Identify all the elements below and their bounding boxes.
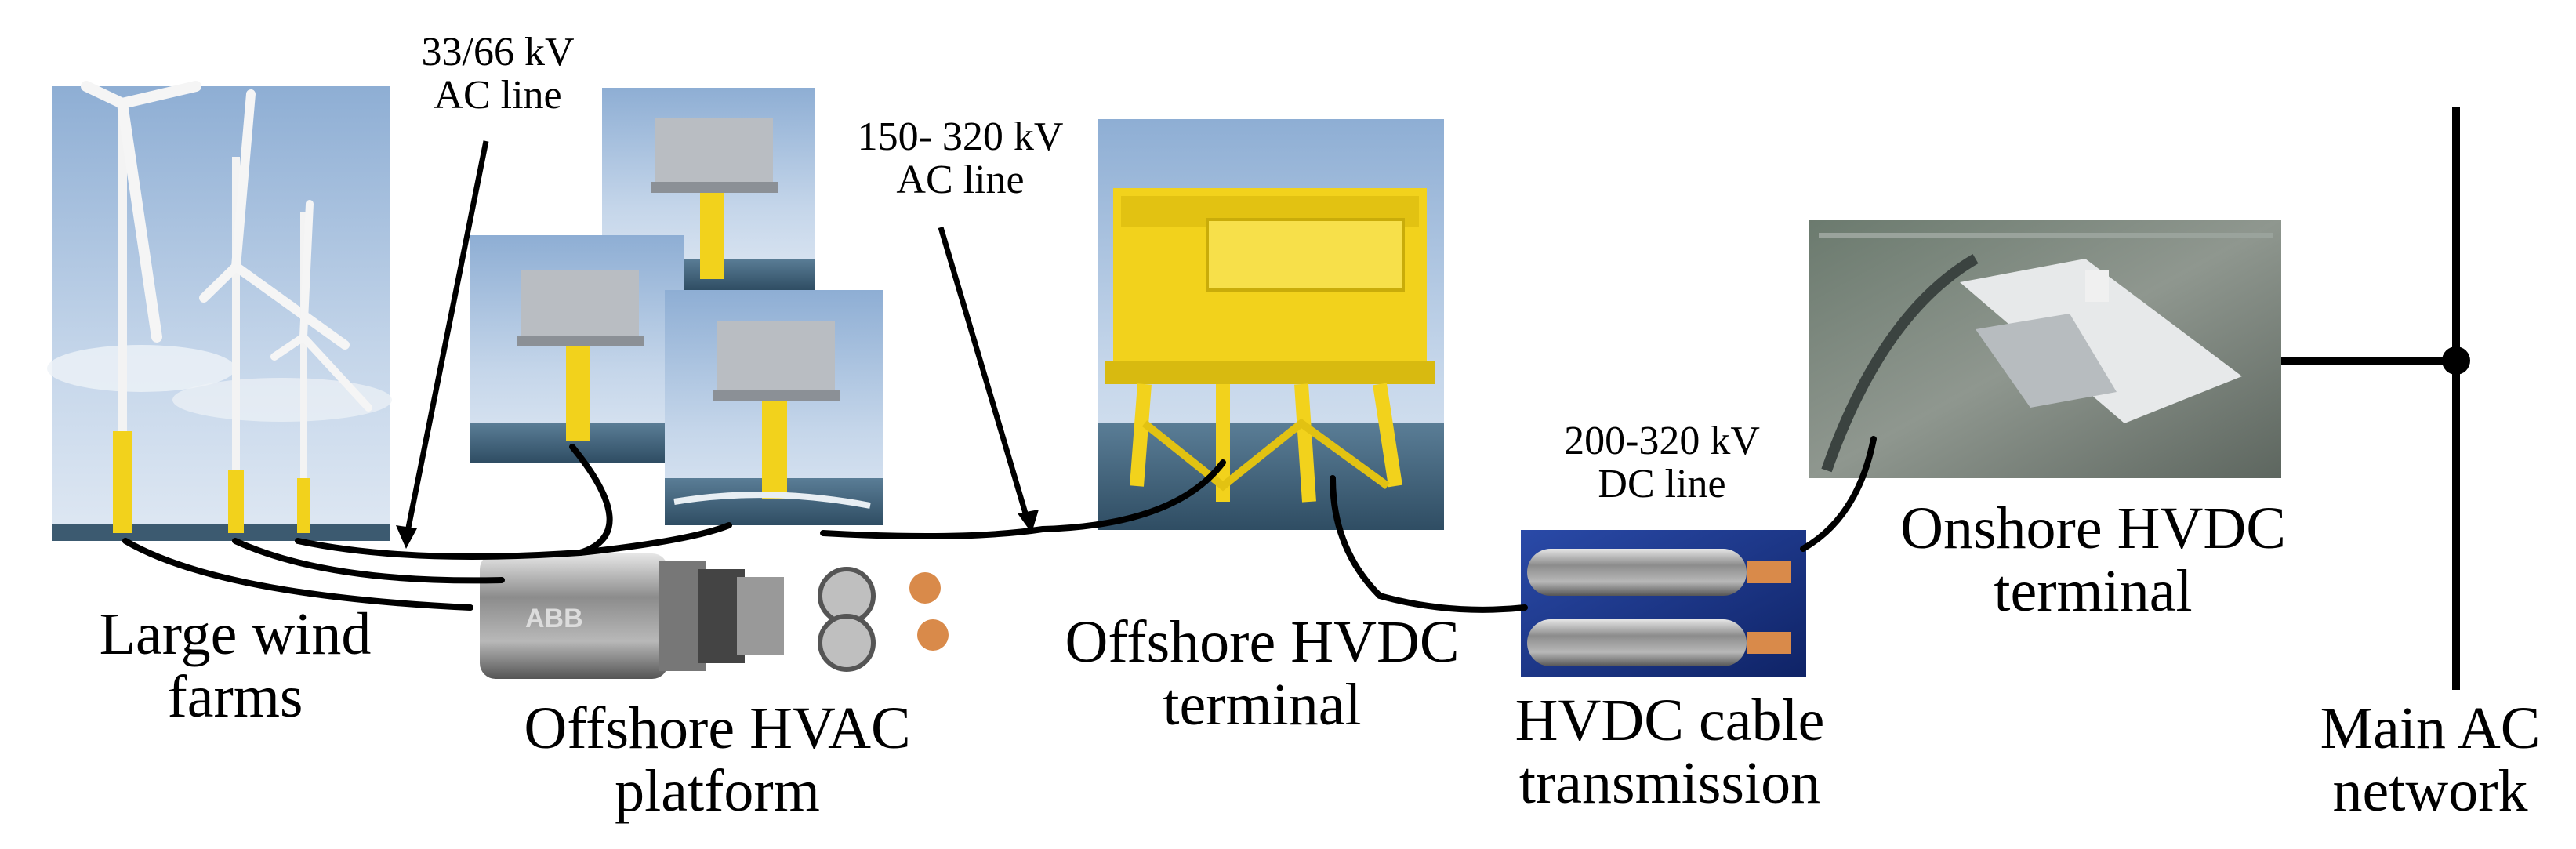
connection-lines xyxy=(122,436,1877,613)
hvdc-cable-label: HVDC cable transmission xyxy=(1515,688,1825,816)
abb-logo: ABB xyxy=(525,604,583,633)
hvac-cable-illustration xyxy=(480,553,949,679)
main-ac-label: Main AC network xyxy=(2320,695,2541,824)
ac-line-low-label: 33/66 kV AC line xyxy=(421,30,575,118)
hvac-platform-label: Offshore HVAC platform xyxy=(524,695,911,824)
ac-line-high-label: 150- 320 kV AC line xyxy=(857,114,1064,202)
offshore-hvdc-terminal-photo xyxy=(1098,119,1444,530)
wind-farms-label: Large wind farms xyxy=(99,601,372,730)
arrow-ac-line-high xyxy=(938,227,1039,533)
main-ac-bus xyxy=(2281,107,2470,690)
hvac-platform-photo-front xyxy=(665,290,883,525)
onshore-hvdc-terminal-photo xyxy=(1809,220,2281,478)
offshore-hvdc-label: Offshore HVDC terminal xyxy=(1065,609,1460,738)
onshore-hvdc-label: Onshore HVDC terminal xyxy=(1900,495,2286,624)
wind-farm-photo xyxy=(47,81,392,541)
hvac-platform-photo-middle xyxy=(470,235,684,463)
hvdc-cable-illustration xyxy=(1521,530,1806,677)
arrow-ac-line-low xyxy=(396,140,489,549)
dc-line-label: 200-320 kV DC line xyxy=(1564,419,1760,506)
